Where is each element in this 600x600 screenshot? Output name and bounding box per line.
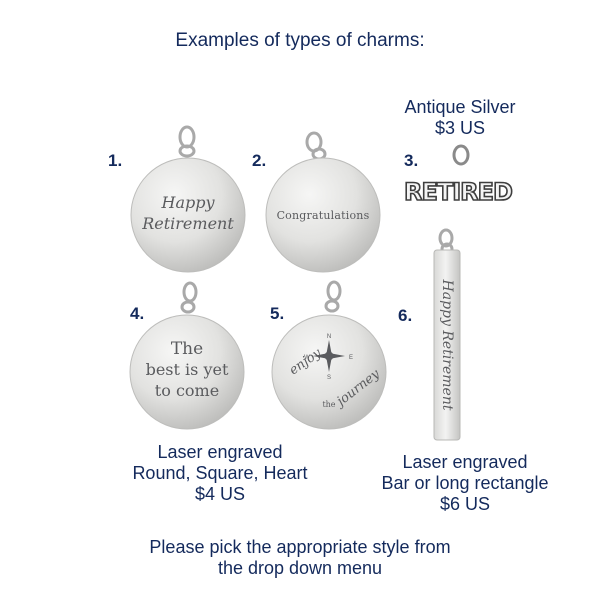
charm-5-enjoy-the-journey: N W E S enjoy the journey [271, 280, 387, 430]
antique-silver-price: $3 US [434, 118, 486, 138]
compass-s-label: S [327, 375, 331, 381]
charm-4-text-line3: to come [155, 381, 219, 400]
charm-1-text-retirement: Retirement [141, 214, 234, 233]
compass-w-label: W [304, 355, 310, 361]
charm-number-4: 4. [130, 304, 145, 323]
page-title: Examples of types of charms: [175, 30, 425, 51]
charm-6-bar-happy-retirement: Happy Retirement [433, 228, 461, 441]
charm-2-text-congratulations: Congratulations [277, 209, 370, 222]
charm-6-text-happy-retirement: Happy Retirement [439, 279, 455, 411]
footer-instruction: Please pick the appropriate style from t… [0, 537, 600, 579]
charm-number-1: 1. [108, 151, 123, 170]
round-charm-line2: Round, Square, Heart [132, 463, 308, 483]
charm-4-best-is-yet-to-come: The best is yet to come [129, 281, 245, 430]
charm-3-text-retired: RETIRED [404, 178, 512, 206]
antique-silver-price-label: Antique Silver $3 US [380, 97, 540, 139]
charm-number-2: 2. [252, 151, 267, 170]
charm-number-3: 3. [404, 151, 419, 170]
charm-2-congratulations: Congratulations [265, 131, 381, 273]
antique-silver-label: Antique Silver [404, 97, 516, 117]
bar-charm-price-label: Laser engraved Bar or long rectangle $6 … [345, 452, 585, 515]
charm-5-text-the: the [322, 400, 335, 409]
charm-1-happy-retirement: Happy Retirement [130, 125, 246, 273]
round-charm-price: $4 US [194, 484, 246, 504]
compass-e-label: E [349, 355, 353, 361]
charm-1-text-happy: Happy [160, 193, 215, 212]
compass-n-label: N [327, 334, 331, 340]
bar-charm-price: $6 US [439, 494, 491, 514]
charm-3-retired: RETIRED [403, 144, 514, 207]
footer-line2: the drop down menu [217, 558, 383, 578]
compass-rose-icon [313, 340, 345, 372]
round-charm-line1: Laser engraved [157, 442, 283, 462]
charm-4-text-line2: best is yet [146, 360, 229, 379]
round-charm-price-label: Laser engraved Round, Square, Heart $4 U… [90, 442, 350, 505]
footer-line1: Please pick the appropriate style from [149, 537, 451, 557]
charm-number-6: 6. [398, 306, 413, 325]
charm-4-text-line1: The [171, 339, 203, 359]
charm-number-5: 5. [270, 304, 285, 323]
bar-charm-line1: Laser engraved [402, 452, 528, 472]
bar-charm-line2: Bar or long rectangle [381, 473, 549, 493]
